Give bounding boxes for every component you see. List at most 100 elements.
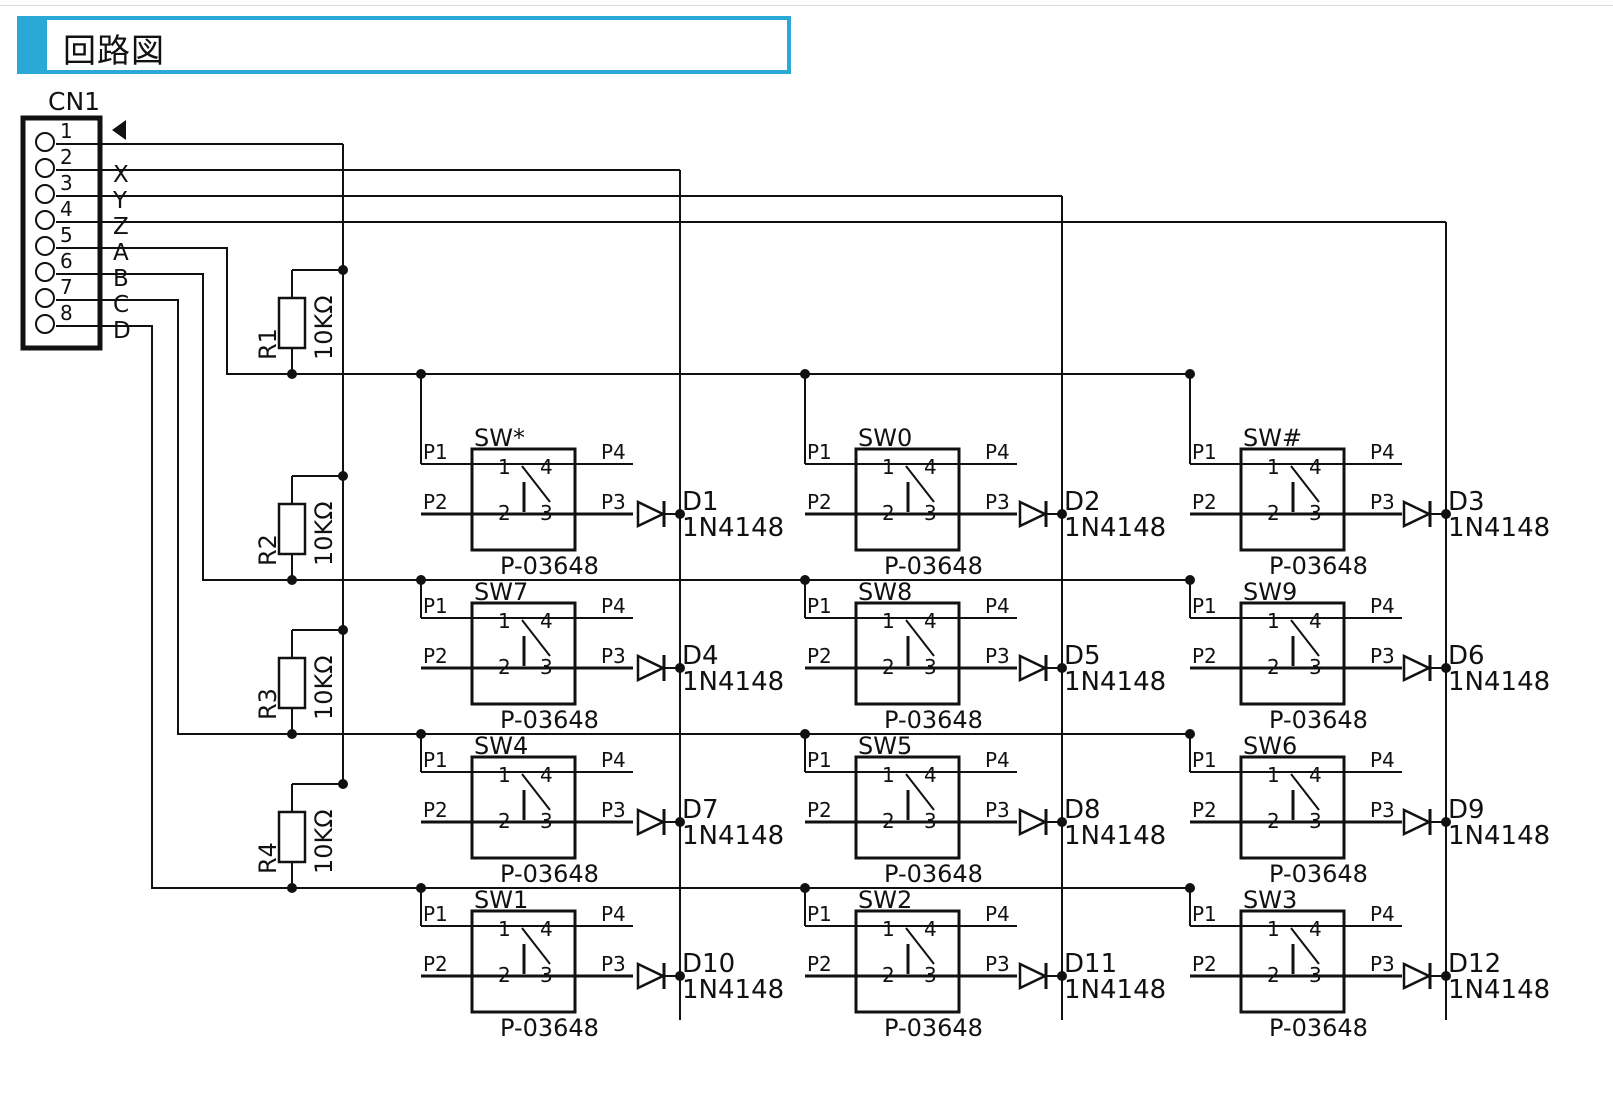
connector-pin-hole [35, 158, 55, 178]
diode-part-number: 1N4148 [1448, 975, 1550, 1005]
switch-pin-label: P2 [807, 490, 832, 514]
diode-body-icon [1018, 808, 1048, 836]
resistor-value: 10KΩ [310, 501, 338, 566]
diode-body-icon [636, 962, 666, 990]
connector-signal-label: A [113, 240, 129, 266]
junction-dot [675, 971, 685, 981]
junction-dot [1057, 663, 1067, 673]
diode-ref: D1 [682, 487, 719, 517]
diode-part-number: 1N4148 [682, 975, 784, 1005]
switch-contact-number: 1 [498, 455, 511, 479]
switch-body [1239, 601, 1346, 706]
switch-contact-lever [1290, 619, 1320, 657]
resistor-body [277, 296, 307, 350]
switch-contact-number: 3 [1309, 501, 1322, 525]
title-banner: 回路図 [17, 16, 791, 74]
junction-dot [1441, 817, 1451, 827]
connector-pin-hole [35, 236, 55, 256]
junction-dot [1057, 971, 1067, 981]
switch-ref: SW9 [1243, 578, 1297, 606]
switch-contact-number: 1 [498, 917, 511, 941]
resistor-value: 10KΩ [310, 295, 338, 360]
resistor-body [277, 810, 307, 864]
diode-ref: D10 [682, 949, 735, 979]
switch-part-number: P-03648 [884, 552, 983, 580]
switch-contact-number: 3 [924, 963, 937, 987]
connector-pin-hole [35, 262, 55, 282]
diode-body-icon [1402, 500, 1432, 528]
diode-body-icon [636, 654, 666, 682]
page-title: 回路図 [63, 31, 165, 70]
switch-pin-label: P1 [423, 902, 448, 926]
diode-ref: D11 [1064, 949, 1117, 979]
switch-contact-lever [1290, 773, 1320, 811]
switch-pin-label: P4 [1370, 440, 1395, 464]
switch-contact-lever [1290, 927, 1320, 965]
switch-contact-number: 2 [882, 963, 895, 987]
diode-body-icon [1018, 500, 1048, 528]
connector-ref: CN1 [48, 87, 100, 116]
junction-dot [338, 625, 348, 635]
switch-ref: SW6 [1243, 732, 1297, 760]
switch-pin-label: P2 [423, 798, 448, 822]
switch-ref: SW* [474, 424, 525, 452]
switch-contact-number: 2 [1267, 501, 1280, 525]
switch-ref: SW2 [858, 886, 912, 914]
connector-pin-number: 4 [60, 197, 73, 221]
diode-body-icon [1402, 654, 1432, 682]
switch-pin-label: P4 [601, 902, 626, 926]
junction-dot [800, 369, 810, 379]
switch-pin-label: P4 [985, 902, 1010, 926]
switch-contact-number: 1 [1267, 917, 1280, 941]
diode-part-number: 1N4148 [1064, 821, 1166, 851]
switch-ref: SW5 [858, 732, 912, 760]
switch-pin-label: P1 [423, 748, 448, 772]
switch-contact-number: 4 [1309, 917, 1322, 941]
junction-dot [1185, 729, 1195, 739]
switch-body [1239, 755, 1346, 860]
switch-pin-label: P3 [601, 952, 626, 976]
switch-contact-number: 1 [1267, 455, 1280, 479]
switch-pin-label: P3 [1370, 798, 1395, 822]
junction-dot [1441, 663, 1451, 673]
switch-part-number: P-03648 [500, 1014, 599, 1042]
switch-body [854, 447, 961, 552]
diode-ref: D8 [1064, 795, 1101, 825]
junction-dot [1185, 369, 1195, 379]
switch-ref: SW3 [1243, 886, 1297, 914]
switch-contact-number: 4 [1309, 455, 1322, 479]
switch-body [854, 601, 961, 706]
junction-dot [800, 575, 810, 585]
switch-contact-number: 2 [882, 501, 895, 525]
resistor-value: 10KΩ [310, 809, 338, 874]
switch-pin-label: P4 [1370, 594, 1395, 618]
switch-pin-label: P2 [1192, 798, 1217, 822]
switch-contact-number: 2 [498, 501, 511, 525]
switch-contact-number: 1 [882, 609, 895, 633]
switch-contact-number: 1 [882, 455, 895, 479]
junction-dot [338, 779, 348, 789]
switch-pin-label: P1 [423, 440, 448, 464]
switch-contact-number: 1 [882, 917, 895, 941]
switch-contact-number: 2 [1267, 809, 1280, 833]
diode-part-number: 1N4148 [682, 821, 784, 851]
switch-contact-number: 4 [924, 917, 937, 941]
resistor-ref: R2 [254, 534, 282, 566]
connector-body [20, 115, 103, 351]
diode-body-icon [1018, 962, 1048, 990]
switch-contact-number: 3 [1309, 963, 1322, 987]
switch-pin-label: P3 [985, 798, 1010, 822]
diode-body-icon [1402, 962, 1432, 990]
